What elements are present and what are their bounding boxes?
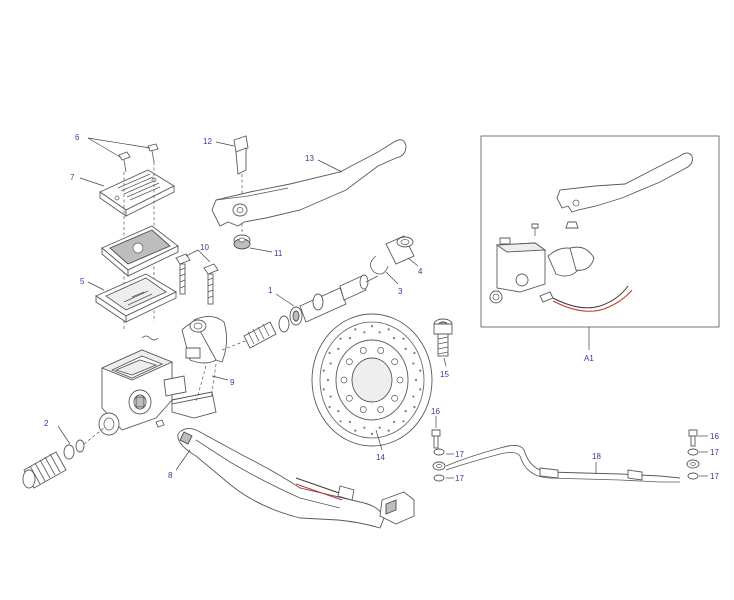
callout-2: 2 bbox=[44, 419, 49, 428]
disc-drill-hole bbox=[348, 420, 352, 424]
callout-17-right-bottom: 17 bbox=[710, 472, 719, 481]
lever-nut-11: 11 bbox=[233, 234, 283, 258]
disc-drill-hole bbox=[387, 328, 390, 331]
callout-6: 6 bbox=[75, 133, 80, 142]
callout-17-right-top: 17 bbox=[710, 448, 719, 457]
disc-drill-hole bbox=[414, 378, 418, 382]
disc-drill-hole bbox=[326, 378, 330, 382]
disc-mount-hole bbox=[359, 347, 367, 354]
disc-mount-hole bbox=[377, 406, 385, 413]
disc-mount-hole bbox=[345, 394, 353, 402]
disc-drill-hole bbox=[329, 395, 332, 398]
disc-drill-hole bbox=[419, 388, 422, 391]
callout-16-right: 16 bbox=[710, 432, 719, 441]
callout-17-left-top: 17 bbox=[455, 450, 464, 459]
callout-16-left: 16 bbox=[431, 407, 440, 416]
circlip-3: 3 bbox=[370, 255, 403, 296]
disc-drill-hole bbox=[322, 388, 325, 391]
disc-drill-hole bbox=[328, 351, 331, 355]
disc-drill-hole bbox=[329, 362, 332, 365]
callout-14: 14 bbox=[376, 453, 385, 462]
disc-mount-hole bbox=[340, 376, 348, 384]
callout-3: 3 bbox=[398, 287, 403, 296]
brake-disc-14: 14 bbox=[311, 313, 433, 462]
disc-drill-hole bbox=[339, 337, 342, 340]
callout-a1: A1 bbox=[584, 354, 594, 363]
disc-drill-hole bbox=[363, 426, 366, 429]
bolts-10: 10 bbox=[175, 243, 219, 305]
disc-drill-hole bbox=[419, 369, 422, 372]
callout-15: 15 bbox=[440, 370, 449, 379]
disc-drill-hole bbox=[402, 420, 405, 423]
brake-lever-13: 13 bbox=[211, 139, 407, 227]
disc-mount-hole bbox=[396, 376, 404, 384]
master-cylinder-body bbox=[98, 349, 217, 436]
callout-13: 13 bbox=[305, 154, 314, 163]
disc-drill-hole bbox=[348, 336, 352, 340]
disc-bolt-15: 15 bbox=[433, 318, 453, 379]
diaphragm-5: 5 bbox=[80, 273, 177, 341]
disc-drill-hole bbox=[322, 369, 325, 372]
disc-mount-hole bbox=[391, 358, 399, 366]
callout-8: 8 bbox=[168, 471, 173, 480]
disc-drill-hole bbox=[337, 347, 340, 350]
callout-11: 11 bbox=[274, 249, 283, 258]
disc-mount-hole bbox=[345, 358, 353, 366]
callout-7: 7 bbox=[70, 173, 75, 182]
disc-drill-hole bbox=[370, 325, 374, 328]
disc-drill-hole bbox=[363, 331, 366, 334]
callout-17-left-bottom: 17 bbox=[455, 474, 464, 483]
disc-drill-hole bbox=[339, 420, 342, 423]
disc-drill-hole bbox=[337, 410, 340, 413]
callout-12: 12 bbox=[203, 137, 212, 146]
disc-drill-hole bbox=[378, 331, 381, 334]
dust-boot-4: 4 bbox=[385, 235, 423, 276]
disc-drill-hole bbox=[387, 429, 390, 432]
disc-drill-hole bbox=[328, 405, 331, 409]
disc-drill-hole bbox=[392, 420, 396, 424]
disc-drill-hole bbox=[412, 395, 415, 398]
disc-drill-hole bbox=[354, 328, 357, 331]
callout-4: 4 bbox=[418, 267, 423, 276]
piston-assembly-2: 2 bbox=[22, 419, 105, 489]
piston-rod-1: 1 bbox=[221, 274, 379, 351]
callout-9: 9 bbox=[230, 378, 235, 387]
disc-drill-hole bbox=[404, 347, 407, 350]
callout-1: 1 bbox=[268, 286, 273, 295]
brake-line-assembly: 16 17 17 18 16 17 17 bbox=[431, 407, 719, 483]
disc-drill-hole bbox=[392, 336, 396, 340]
brake-hose-switch-8: 8 bbox=[168, 428, 415, 529]
disc-mount-hole bbox=[391, 394, 399, 402]
disc-drill-hole bbox=[413, 405, 416, 409]
disc-holes bbox=[340, 347, 404, 413]
disc-drill-hole bbox=[378, 426, 381, 429]
assembly-inset-a1: A1 bbox=[480, 135, 720, 363]
disc-drill-hole bbox=[404, 410, 407, 413]
disc-mount-hole bbox=[359, 406, 367, 413]
disc-drill-hole bbox=[354, 429, 357, 432]
disc-drill-hole bbox=[412, 362, 415, 365]
diaphragm-plate bbox=[101, 225, 179, 277]
disc-mount-hole bbox=[377, 347, 385, 354]
disc-drill-hole bbox=[402, 337, 405, 340]
handlebar-clamp-9: 9 bbox=[181, 316, 235, 403]
callout-18: 18 bbox=[592, 452, 601, 461]
disc-drill-pattern bbox=[322, 325, 422, 435]
disc-drill-hole bbox=[413, 351, 416, 355]
disc-drill-hole bbox=[370, 432, 374, 435]
callout-10: 10 bbox=[200, 243, 209, 252]
callout-5: 5 bbox=[80, 277, 85, 286]
